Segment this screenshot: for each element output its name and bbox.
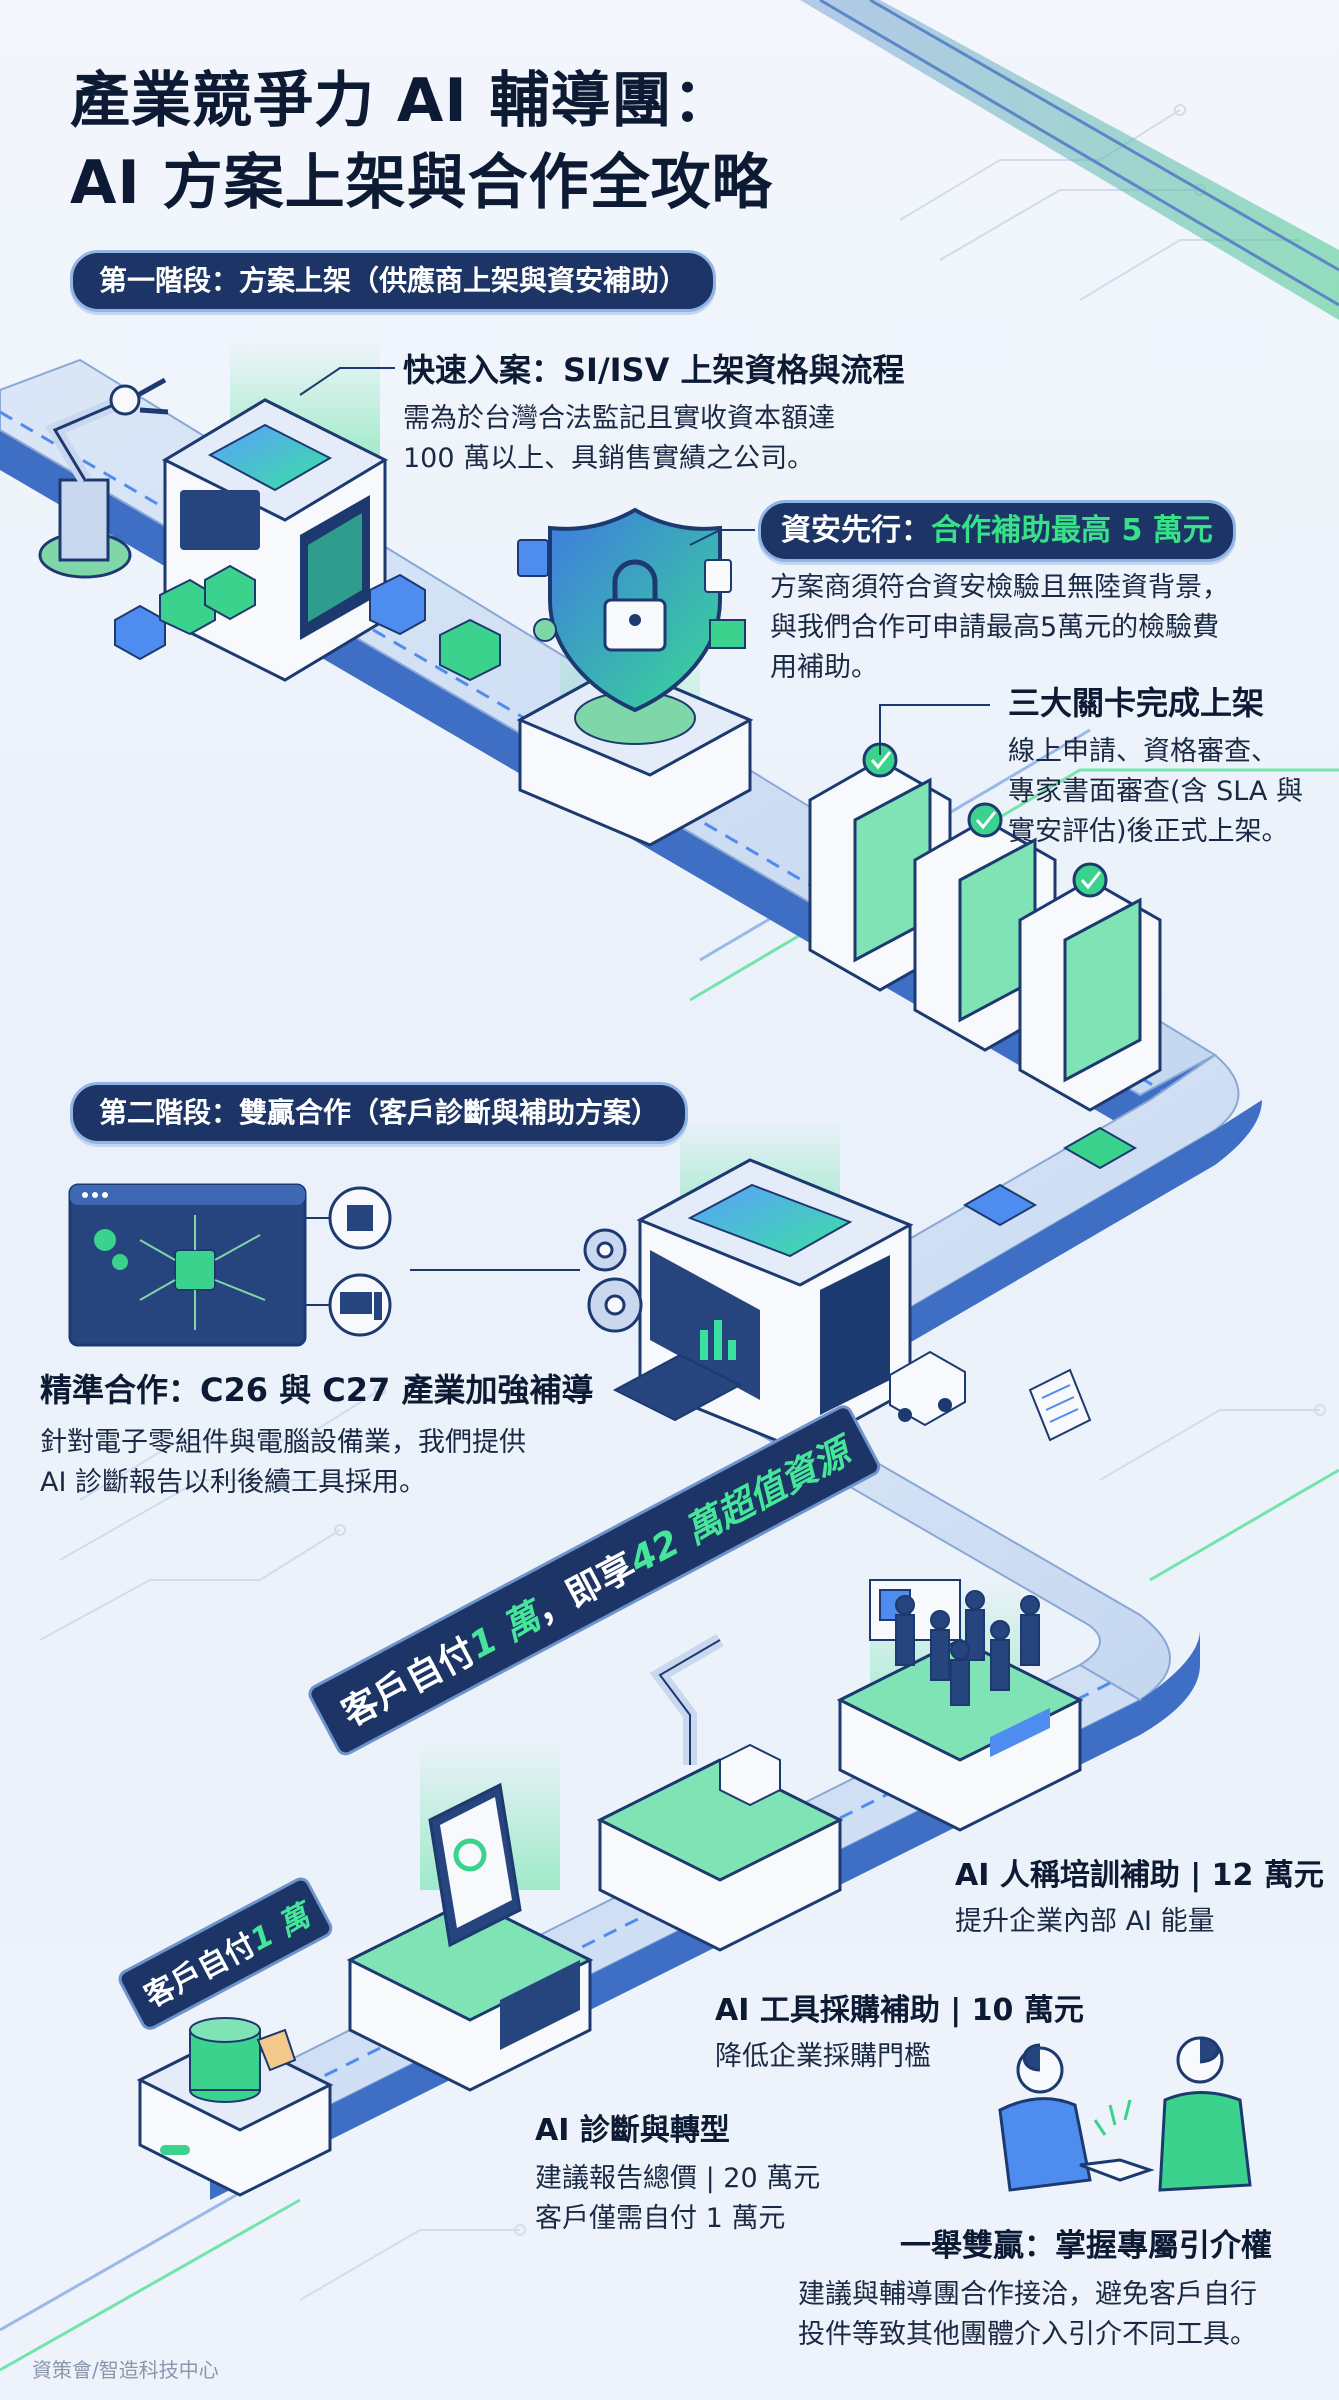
tools-body: 降低企業採購門檻 xyxy=(715,2041,931,2072)
win-win-body-2: 投件等致其他團體介入引介不同工具。 xyxy=(798,2319,1257,2350)
people-group-icon xyxy=(869,1579,1040,1706)
callout-lines xyxy=(299,367,990,1271)
tools-station xyxy=(596,1633,844,1952)
security-body-2: 與我們合作可申請最高5萬元的檢驗費 xyxy=(770,612,1220,643)
precise-body-2: AI 診斷報告以利後續工具採用。 xyxy=(40,1467,427,1498)
tools-heading: AI 工具採購補助 | 10 萬元 xyxy=(715,1993,1084,2028)
circuit-traces xyxy=(39,104,1326,2301)
gear-icon xyxy=(583,1228,643,1333)
page-title-line1: 產業競爭力 AI 輔導團： xyxy=(70,66,734,136)
security-body-1: 方案商須符合資安檢驗且無陸資背景， xyxy=(770,572,1229,603)
diagnosis-block: AI 診斷與轉型 建議報告總價 | 20 萬元 客戶僅需自付 1 萬元 xyxy=(535,2105,820,2239)
tools-block: AI 工具採購補助 | 10 萬元 降低企業採購門檻 xyxy=(715,1985,1084,2077)
security-body: 方案商須符合資安檢驗且無陸資背景， 與我們合作可申請最高5萬元的檢驗費 用補助。 xyxy=(770,568,1229,688)
tablet-icon xyxy=(428,1782,522,1948)
security-body-3: 用補助。 xyxy=(770,652,878,683)
win-win-body-1: 建議與輔導團合作接洽，避免客戶自行 xyxy=(798,2279,1257,2310)
footer-credit: 資策會/智造科技中心 xyxy=(32,2358,219,2382)
win-win-body: 建議與輔導團合作接洽，避免客戶自行 投件等致其他團體介入引介不同工具。 xyxy=(798,2275,1257,2355)
security-station xyxy=(516,663,754,847)
document-icon xyxy=(1028,1368,1092,1442)
intake-machine xyxy=(161,398,389,682)
diagnosis-body-1: 建議報告總價 | 20 萬元 xyxy=(535,2163,821,2194)
stage1-pill: 第一階段：方案上架（供應商上架與資安補助） xyxy=(70,250,717,312)
three-gates-block: 三大關卡完成上架 線上申請、資格審查、 專家書面審查(含 SLA 與 實安評估)… xyxy=(1008,678,1303,852)
security-heading-highlight: 合作補助最高 5 萬元 xyxy=(931,513,1213,548)
win-win-heading-wrap: 一舉雙贏：掌握專屬引介權 xyxy=(900,2220,1272,2265)
fast-entry-heading: 快速入案：SI/ISV 上架資格與流程 xyxy=(403,351,905,389)
shield-lock-icon xyxy=(548,507,722,713)
floating-doc-icons xyxy=(517,539,746,649)
training-block: AI 人稱培訓補助 | 12 萬元 提升企業內部 AI 能量 xyxy=(955,1850,1324,1942)
three-gates-body-1: 線上申請、資格審查、 xyxy=(1008,736,1278,767)
fast-entry-block: 快速入案：SI/ISV 上架資格與流程 需為於台灣合法監記且實收資本額達 100… xyxy=(403,345,905,479)
fast-entry-body-1: 需為於台灣合法監記且實收資本額達 xyxy=(403,403,835,434)
chip-icon xyxy=(962,1126,1138,1227)
training-body: 提升企業內部 AI 能量 xyxy=(955,1906,1215,1937)
diagnosis-machine xyxy=(612,1158,914,1452)
precise-body-1: 針對電子零組件與電腦設備業，我們提供 xyxy=(40,1427,526,1458)
check-gate-icon xyxy=(808,742,1162,1112)
precise-heading: 精準合作：C26 與 C27 產業加強補導 xyxy=(40,1371,594,1409)
diagnosis-body-2: 客戶僅需自付 1 萬元 xyxy=(535,2203,786,2234)
handshake-icon xyxy=(998,2036,1252,2192)
diagnosis-heading: AI 診斷與轉型 xyxy=(535,2113,730,2148)
stage2-pill: 第二階段：雙贏合作（客戶診斷與補助方案） xyxy=(70,1082,689,1144)
ai-chip-board xyxy=(68,1183,392,1347)
page-title: 產業競爭力 AI 輔導團： AI 方案上架與合作全攻略 xyxy=(70,60,773,224)
three-gates-heading: 三大關卡完成上架 xyxy=(1008,684,1265,722)
three-gates-body-2: 專家書面審查(含 SLA 與 xyxy=(1008,776,1303,807)
win-win-heading: 一舉雙贏：掌握專屬引介權 xyxy=(900,2228,1272,2264)
security-heading-prefix: 資安先行： xyxy=(781,513,931,548)
three-gates-body-3: 實安評估)後正式上架。 xyxy=(1008,816,1289,847)
truss-beam xyxy=(800,0,1339,320)
truck-icon xyxy=(889,1350,966,1427)
package-boxes xyxy=(114,564,501,682)
coin-stack-icon xyxy=(189,2017,297,2103)
security-heading-pill: 資安先行：合作補助最高 5 萬元 xyxy=(758,500,1236,562)
robot-arm-icon xyxy=(38,377,169,579)
page-title-line2: AI 方案上架與合作全攻略 xyxy=(70,148,773,218)
fast-entry-body-2: 100 萬以上、具銷售實績之公司。 xyxy=(403,443,815,474)
report-station xyxy=(346,1898,594,2092)
precise-block: 精準合作：C26 與 C27 產業加強補導 針對電子零組件與電腦設備業，我們提供… xyxy=(40,1365,593,1503)
training-heading: AI 人稱培訓補助 | 12 萬元 xyxy=(955,1858,1324,1893)
